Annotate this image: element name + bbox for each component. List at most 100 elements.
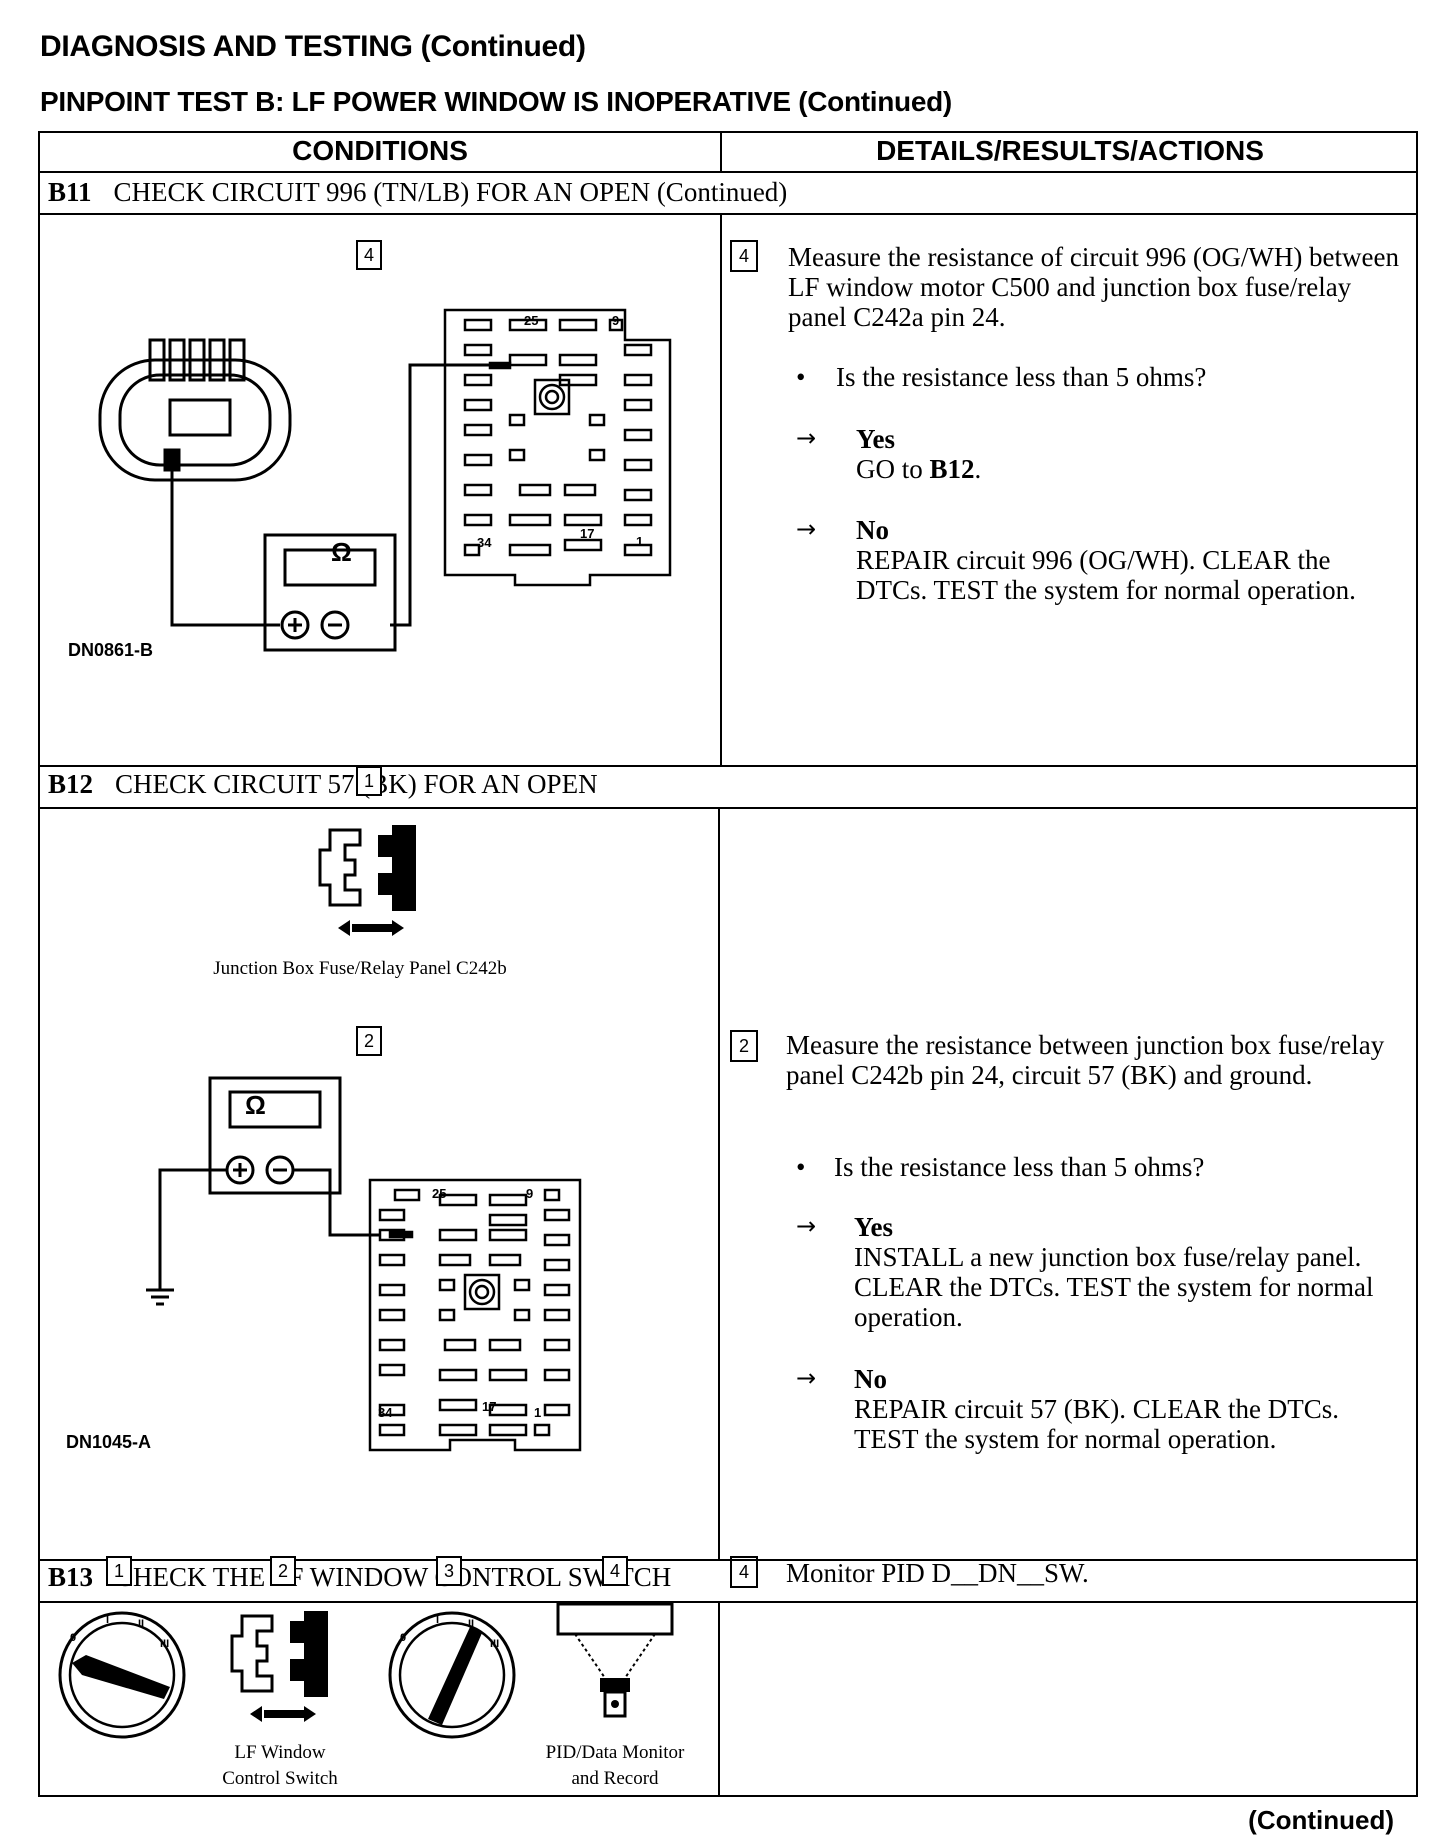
dial-mark: II: [468, 1618, 475, 1630]
arrow-icon: →: [796, 1212, 817, 1240]
arrow-icon: →: [796, 515, 817, 543]
divider: [40, 1601, 1416, 1603]
ground-icon: [146, 1288, 174, 1306]
disconnect-connector-icon: [318, 825, 416, 936]
step-id: B12: [48, 769, 94, 799]
details-step-number: 4: [730, 1556, 758, 1588]
dial-mark: II: [138, 1618, 145, 1630]
ohmmeter-icon: [263, 533, 397, 652]
monitor-caption: PID/Data Monitor and Record: [515, 1740, 715, 1792]
no-label: No: [854, 1364, 887, 1394]
diagram-step-number: 1: [106, 1556, 132, 1586]
step-title-text: CHECK CIRCUIT 996 (TN/LB) FOR AN OPEN (C…: [113, 177, 788, 207]
dial-mark: 0: [70, 1632, 77, 1644]
arrow-icon: →: [796, 1364, 817, 1392]
goto-link: B12: [929, 454, 975, 484]
pin-label: 17: [580, 526, 595, 541]
yes-label: Yes: [856, 424, 895, 454]
ignition-switch-run-icon: [388, 1611, 516, 1739]
b11-wiring-diagram: [98, 308, 672, 652]
ohm-symbol: Ω: [245, 1090, 266, 1120]
dial-mark: I: [106, 1614, 110, 1626]
divider: [40, 1559, 1416, 1561]
b11-question: Is the resistance less than 5 ohms?: [836, 362, 1207, 392]
b11-instruction: Measure the resistance of circuit 996 (O…: [788, 242, 1400, 332]
step-id: B13: [48, 1562, 94, 1592]
arrow-icon: →: [796, 424, 817, 452]
fuse-relay-panel-icon: [368, 1178, 582, 1452]
divider: [718, 807, 720, 1559]
caption-line: PID/Data Monitor: [545, 1742, 685, 1763]
pin-label: 17: [482, 1399, 497, 1414]
dial-mark: III: [160, 1638, 170, 1650]
dial-mark: 0: [400, 1632, 407, 1644]
step-id: B11: [48, 177, 92, 207]
page-heading: DIAGNOSIS AND TESTING (Continued): [40, 30, 586, 63]
pin-label: 9: [612, 313, 620, 328]
test-lead: [390, 363, 490, 627]
continued-label: (Continued): [1248, 1805, 1394, 1835]
divider: [40, 213, 1416, 215]
figure-id: DN1045-A: [66, 1432, 152, 1452]
divider: [720, 133, 722, 171]
no-label: No: [856, 515, 889, 545]
divider: [40, 765, 1416, 767]
test-lead: [170, 465, 280, 627]
b12-question: Is the resistance less than 5 ohms?: [834, 1152, 1205, 1182]
column-header-details: DETAILS/RESULTS/ACTIONS: [876, 135, 1264, 166]
bullet: •: [796, 1152, 806, 1182]
diagram-step-number: 1: [356, 766, 382, 796]
b11-yes-answer: Yes GO to B12.: [856, 424, 1396, 484]
disconnect-connector-icon: [230, 1611, 328, 1722]
divider: [40, 807, 1416, 809]
b12-instruction: Measure the resistance between junction …: [786, 1030, 1385, 1090]
pin-label: 34: [378, 1405, 393, 1420]
switch-caption: LF Window Control Switch: [180, 1740, 380, 1792]
b12-yes-answer: Yes INSTALL a new junction box fuse/rela…: [854, 1212, 1399, 1332]
ohmmeter-icon: [208, 1076, 342, 1195]
test-lead: [158, 1168, 227, 1290]
yes-label: Yes: [854, 1212, 893, 1242]
yes-action-suffix: .: [974, 454, 982, 484]
yes-action: INSTALL a new junction box fuse/relay pa…: [854, 1242, 1374, 1332]
no-action: REPAIR circuit 57 (BK). CLEAR the DTCs. …: [854, 1394, 1339, 1454]
caption-line: LF Window: [234, 1742, 326, 1763]
pin-label: 34: [477, 535, 492, 550]
b12-wiring-diagram: [146, 1076, 582, 1452]
pin-label: 1: [534, 1405, 542, 1420]
diagram-step-number: 3: [436, 1556, 462, 1586]
yes-action-text: GO to: [856, 454, 930, 484]
step-title-text: CHECK THE LF WINDOW CONTROL SWITCH: [115, 1562, 672, 1592]
diagram-step-number: 4: [356, 240, 382, 270]
fuse-relay-panel-icon: [443, 308, 672, 587]
figure-id: DN0861-B: [68, 640, 154, 660]
pin-label: 9: [526, 1186, 534, 1201]
dial-mark: I: [436, 1614, 440, 1626]
connector-caption: Junction Box Fuse/Relay Panel C242b: [213, 958, 507, 979]
pinpoint-test-title: PINPOINT TEST B: LF POWER WINDOW IS INOP…: [40, 86, 952, 117]
ignition-switch-off-icon: [58, 1611, 186, 1739]
diagram-step-number: 4: [602, 1556, 628, 1586]
divider: [718, 1601, 720, 1797]
yes-action: GO to B12.: [856, 454, 1396, 484]
test-lead: [293, 1168, 380, 1237]
b13-instruction: Monitor PID D__DN__SW.: [786, 1558, 1089, 1588]
divider: [40, 171, 1416, 173]
details-step-number: 2: [730, 1030, 758, 1062]
pin-label: 25: [432, 1186, 447, 1201]
step-b11-title: B11 CHECK CIRCUIT 996 (TN/LB) FOR AN OPEN…: [48, 177, 787, 208]
ohm-symbol: Ω: [331, 537, 352, 567]
divider: [720, 213, 722, 765]
diagram-step-number: 2: [270, 1556, 296, 1586]
pin-label: 1: [636, 534, 644, 549]
b12-no-answer: No REPAIR circuit 57 (BK). CLEAR the DTC…: [854, 1364, 1399, 1454]
caption-line: and Record: [571, 1768, 659, 1789]
dial-mark: III: [490, 1638, 500, 1650]
step-b13-title: B13 CHECK THE LF WINDOW CONTROL SWITCH: [48, 1562, 671, 1593]
pin-label: 25: [524, 313, 539, 328]
caption-line: Control Switch: [222, 1768, 338, 1789]
no-action: REPAIR circuit 996 (OG/WH). CLEAR the DT…: [856, 545, 1356, 605]
b11-no-answer: No REPAIR circuit 996 (OG/WH). CLEAR the…: [856, 515, 1401, 605]
